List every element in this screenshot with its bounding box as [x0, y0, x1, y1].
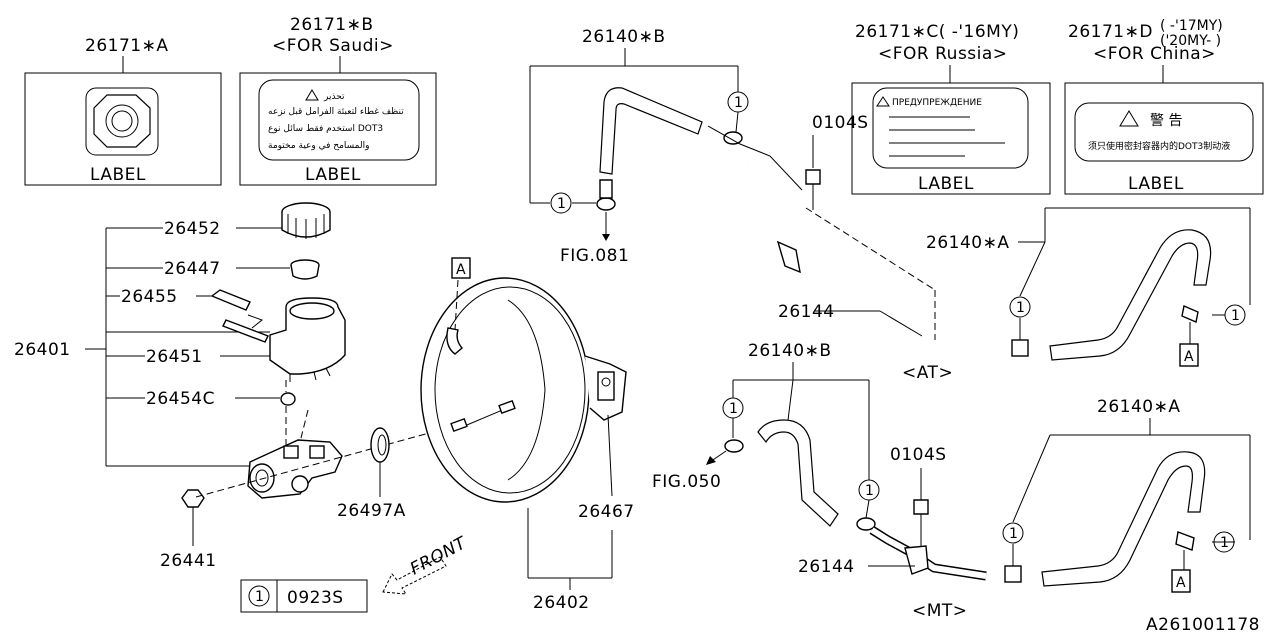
diagram-id: A261001178	[1146, 615, 1260, 635]
svg-text:1: 1	[865, 483, 874, 499]
warning-triangle-icon	[876, 96, 890, 107]
hose-26140b-mt: 26140∗B 1 1 FIG.050	[652, 341, 880, 531]
warning-triangle-icon	[305, 89, 319, 101]
part-26140b-mt: 26140∗B	[748, 341, 832, 361]
master-cylinder-group: 26401 26452 26447 26455 26451 26454C	[14, 202, 506, 571]
saudi-note: <FOR Saudi>	[272, 36, 394, 56]
china-years-1: ( -'17MY)	[1160, 18, 1223, 34]
label-26171c: 26171∗C( -'16MY) <FOR Russia> ПРЕДУПРЕЖД…	[851, 22, 1051, 195]
reservoir-cap	[281, 202, 331, 239]
part-26140a-top: 26140∗A	[926, 233, 1009, 253]
svg-text:1: 1	[1009, 526, 1018, 542]
seal-26497a	[370, 427, 390, 463]
svg-text:1: 1	[734, 95, 743, 111]
part-number-26171a: 26171∗A	[85, 36, 168, 56]
nut-icon	[93, 94, 151, 148]
hose-26140a-top: 26140∗A 1 1	[926, 207, 1251, 361]
saudi-warning-line-3: والمسامح في وعية مختومة	[268, 141, 369, 151]
part-number-26171c: 26171∗C( -'16MY)	[855, 22, 1019, 42]
part-26447: 26447	[164, 259, 221, 279]
saudi-warning-line-1: تنظف غطاء لتعبئة الفرامل قبل نزعه	[268, 107, 404, 117]
nut-26441	[181, 489, 205, 508]
warning-triangle-icon	[1119, 110, 1139, 127]
fig-050: FIG.050	[652, 472, 721, 492]
part-26402: 26402	[533, 593, 590, 613]
svg-text:1: 1	[1220, 535, 1229, 551]
part-number-26171d: 26171∗D	[1068, 22, 1153, 42]
part-26140b-top: 26140∗B	[582, 27, 666, 47]
label-26171b: 26171∗B <FOR Saudi> تحذير تنظف غطاء لتعب…	[239, 15, 437, 186]
china-sticker-title: 警 告	[1150, 113, 1182, 129]
hose-26140b-top: 26140∗B 1 1 FIG.081	[529, 27, 803, 266]
master-cylinder-body	[247, 439, 343, 499]
strainer	[290, 259, 320, 280]
front-arrow: FRONT	[382, 533, 471, 595]
reservoir-tank	[269, 297, 346, 382]
label-26171a: 26171∗A LABEL	[24, 36, 222, 186]
saudi-warning-title: تحذير	[323, 92, 345, 102]
part-26455: 26455	[121, 287, 178, 307]
svg-text:1: 1	[1016, 300, 1025, 316]
svg-text:A: A	[1184, 349, 1194, 365]
legend-part: 0923S	[287, 588, 344, 608]
at-label: <AT>	[902, 363, 953, 383]
mt-label: <MT>	[912, 601, 968, 621]
china-sticker-text: 须只使用密封容器内的DOT3制动液	[1088, 140, 1230, 152]
level-sensor	[210, 289, 269, 343]
hose-26140a-mt: 26140∗A 1 1	[1002, 397, 1251, 587]
svg-text:A: A	[1176, 575, 1186, 591]
saudi-warning-line-2: استخدم فقط سائل نوع DOT3	[268, 124, 383, 134]
svg-text:1: 1	[1231, 308, 1240, 324]
part-26467: 26467	[578, 502, 635, 522]
front-label: FRONT	[407, 533, 471, 580]
label-caption-c: LABEL	[918, 174, 974, 194]
label-caption-d: LABEL	[1128, 174, 1184, 194]
label-26171d: 26171∗D ( -'17MY) ('20MY- ) <FOR China> …	[1064, 18, 1264, 195]
callout-a-mt: A	[1171, 569, 1191, 593]
grommet	[280, 392, 296, 406]
part-26144-top: 26144	[778, 302, 835, 322]
part-26144-mt: 26144	[798, 557, 855, 577]
russia-note: <FOR Russia>	[878, 44, 1008, 64]
part-0104s-mt: 0104S	[890, 445, 947, 465]
legend-num: 1	[255, 589, 264, 605]
svg-text:1: 1	[557, 196, 566, 212]
china-note: <FOR China>	[1093, 44, 1216, 64]
part-26451: 26451	[146, 347, 203, 367]
pipe-26144-at: 0104S 26144 <AT>	[746, 113, 991, 383]
russia-sticker-title: ПРЕДУПРЕЖДЕНИЕ	[892, 98, 982, 108]
label-caption-b: LABEL	[305, 165, 361, 185]
part-0104s-top: 0104S	[812, 113, 869, 133]
part-26454c: 26454C	[146, 389, 215, 409]
label-caption-a: LABEL	[90, 165, 146, 185]
pipe-26144-mt: 0104S 26144 <MT>	[798, 445, 987, 621]
part-26497a: 26497A	[337, 501, 406, 521]
part-26441: 26441	[160, 551, 217, 571]
legend: 1 0923S	[240, 579, 368, 613]
brake-booster	[420, 277, 627, 503]
part-26140a-mt: 26140∗A	[1097, 397, 1180, 417]
svg-text:A: A	[456, 262, 466, 278]
part-number-26171b: 26171∗B	[290, 15, 374, 35]
part-26452: 26452	[164, 219, 221, 239]
callout-a-left: A	[451, 257, 471, 279]
callout-a-at: A	[1179, 343, 1199, 367]
svg-text:1: 1	[729, 401, 738, 417]
fig-081: FIG.081	[560, 246, 629, 266]
china-years-2: ('20MY- )	[1160, 33, 1221, 49]
part-26401: 26401	[14, 340, 71, 360]
